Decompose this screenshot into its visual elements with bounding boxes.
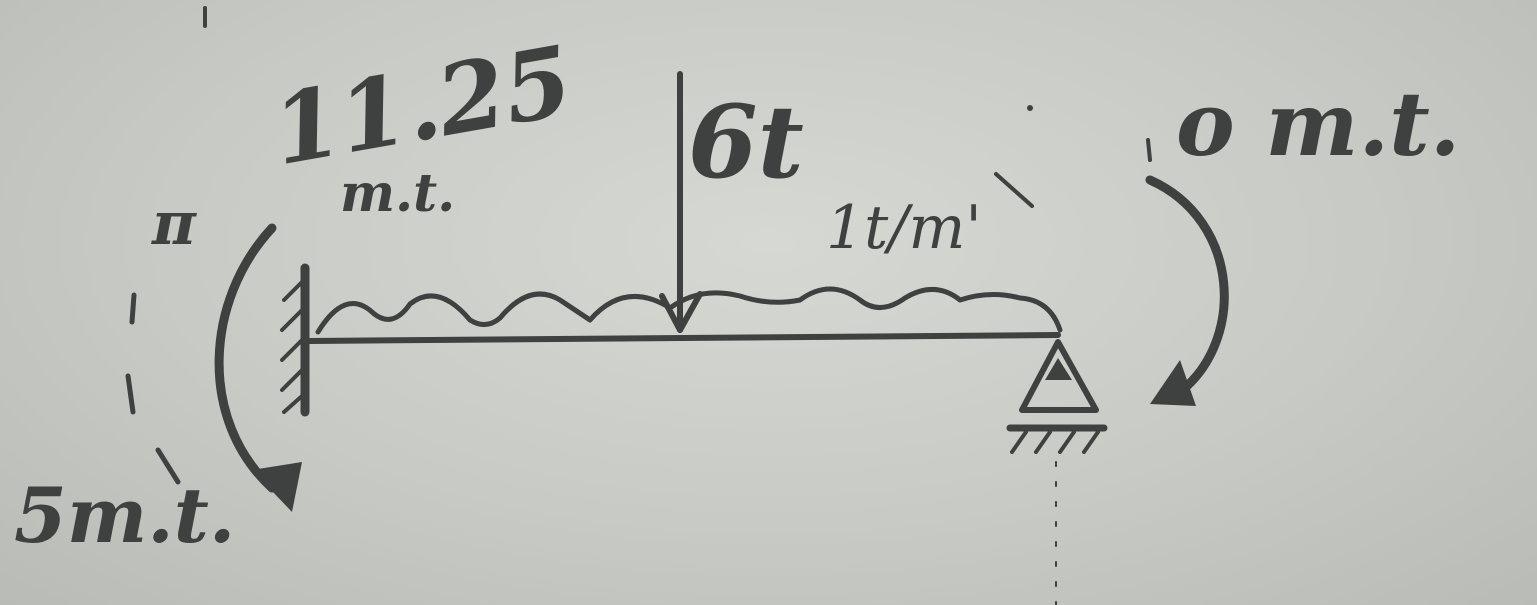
right-moment-arrow [1145, 175, 1229, 406]
fixed-support [280, 263, 310, 417]
point-load-arrow [659, 71, 703, 333]
distributed-load-label: 1t/m' [826, 193, 982, 263]
pi-mark-label: π [152, 189, 196, 259]
left-dash-marks [125, 6, 207, 485]
point-load-label: 6t [688, 83, 804, 201]
stray-marks [994, 105, 1152, 208]
pin-support [1006, 339, 1108, 454]
left-moment-unit-label: m.t. [340, 163, 456, 224]
right-moment-label: o m.t. [1176, 72, 1461, 176]
bottom-moment-label: 5m.t. [14, 471, 236, 560]
left-moment-arrow [214, 223, 302, 512]
beam-line [307, 332, 1061, 344]
